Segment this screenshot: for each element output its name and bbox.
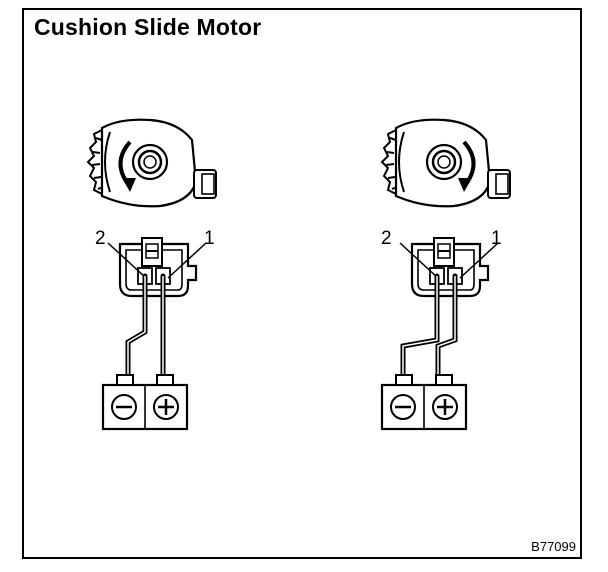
motor-right	[380, 118, 512, 208]
motor-left	[86, 118, 218, 208]
battery-left	[101, 373, 189, 431]
diagram-frame	[22, 8, 582, 559]
pin-label-1-right: 1	[491, 228, 502, 249]
connector-right	[410, 236, 490, 298]
figure-code: B77099	[531, 539, 576, 554]
page-title: Cushion Slide Motor	[34, 14, 262, 40]
battery-right	[380, 373, 468, 431]
pin-label-2-right: 2	[381, 228, 392, 249]
pin-label-2-left: 2	[95, 228, 106, 249]
pin-label-1-left: 1	[204, 228, 215, 249]
connector-left	[118, 236, 198, 298]
